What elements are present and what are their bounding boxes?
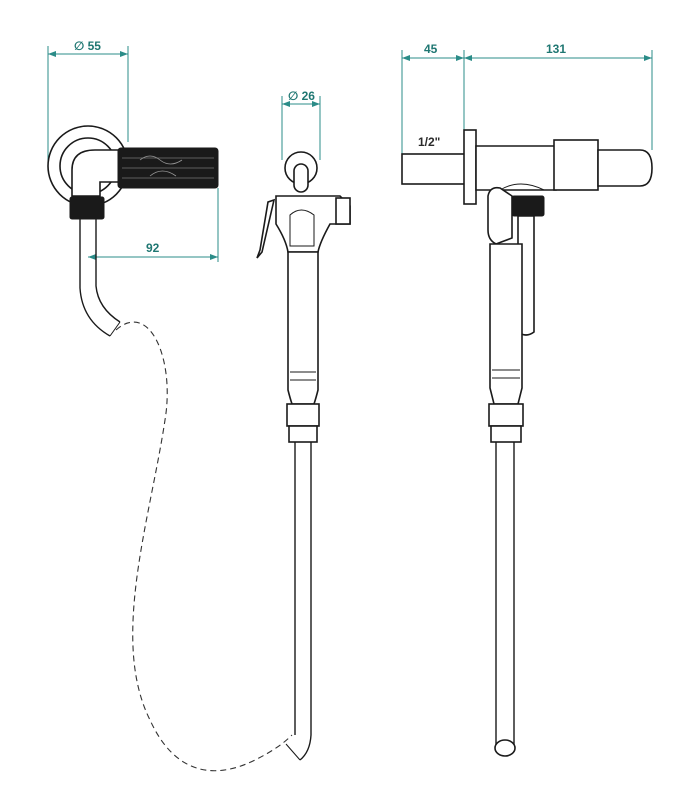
right-view: 45 131 1/2" xyxy=(401,42,653,757)
valve-length-label: 131 xyxy=(546,42,566,56)
rosette-diameter-label: ∅ 55 xyxy=(74,39,101,53)
hose-dashed xyxy=(115,321,293,772)
left-view: ∅ 55 92 xyxy=(47,39,293,772)
dimension-wall-depth: 45 xyxy=(401,42,465,160)
dimension-head-diameter: ∅ 26 xyxy=(281,89,321,160)
head-diameter-label: ∅ 26 xyxy=(288,89,315,103)
valve-handle xyxy=(117,147,219,189)
dimension-body-length: 92 xyxy=(88,188,219,262)
middle-view: ∅ 26 xyxy=(256,89,351,761)
thread-size-label: 1/2" xyxy=(418,135,440,149)
wall-depth-label: 45 xyxy=(424,42,438,56)
dimension-valve-length: 131 xyxy=(464,42,653,150)
dimension-rosette-diameter: ∅ 55 xyxy=(47,39,129,162)
body-length-label: 92 xyxy=(146,241,160,255)
